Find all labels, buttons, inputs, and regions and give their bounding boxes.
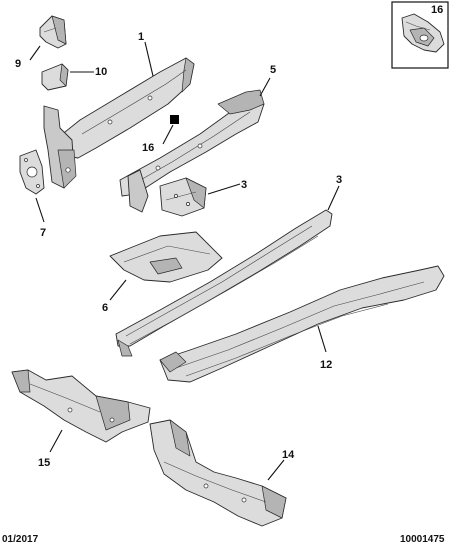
part-15-bracket-assembly[interactable] xyxy=(11,369,151,443)
leader-5 xyxy=(259,77,271,97)
part-14-bracket-assembly[interactable] xyxy=(149,419,287,527)
label-16: 16 xyxy=(142,142,154,154)
leader-16 xyxy=(162,124,174,145)
leader-3 xyxy=(327,185,340,211)
part-7-plate[interactable] xyxy=(19,149,45,195)
part-12-curved-rail[interactable] xyxy=(159,265,445,383)
label-12: 12 xyxy=(320,359,332,371)
leader-14 xyxy=(267,459,285,481)
inset-box: 16 xyxy=(391,1,449,69)
label-3: 3 xyxy=(336,174,342,186)
footer-date: 01/2017 xyxy=(2,534,39,545)
label-9: 9 xyxy=(15,58,21,70)
label-5: 5 xyxy=(270,64,276,76)
marker-16-square xyxy=(170,115,179,124)
label-1: 1 xyxy=(138,31,144,43)
part-3-sill-rail[interactable] xyxy=(115,209,333,357)
leader-12 xyxy=(317,325,327,353)
part-1-front-rail[interactable] xyxy=(43,57,195,189)
inset-label-16: 16 xyxy=(431,4,443,16)
part-11-reinforcement[interactable] xyxy=(159,177,207,217)
leader-1 xyxy=(144,41,154,77)
label-14: 14 xyxy=(282,449,295,461)
leader-6 xyxy=(109,279,127,301)
label-15: 15 xyxy=(38,457,50,469)
leader-11 xyxy=(207,183,241,195)
leader-9 xyxy=(29,45,41,61)
part-6-floor-panel[interactable] xyxy=(109,231,223,283)
part-10-bracket[interactable] xyxy=(41,63,69,91)
label-7: 7 xyxy=(40,227,46,239)
label-6: 6 xyxy=(102,302,108,314)
footer-reference: 10001475 xyxy=(400,534,445,545)
part-16-inset-drawing[interactable] xyxy=(401,13,445,53)
part-9-bracket[interactable] xyxy=(39,15,67,49)
part-5-side-member[interactable] xyxy=(119,89,265,213)
leader-15 xyxy=(49,429,63,453)
leader-7 xyxy=(35,197,45,223)
label-10: 10 xyxy=(95,66,107,78)
label-11: 3 xyxy=(241,179,247,191)
